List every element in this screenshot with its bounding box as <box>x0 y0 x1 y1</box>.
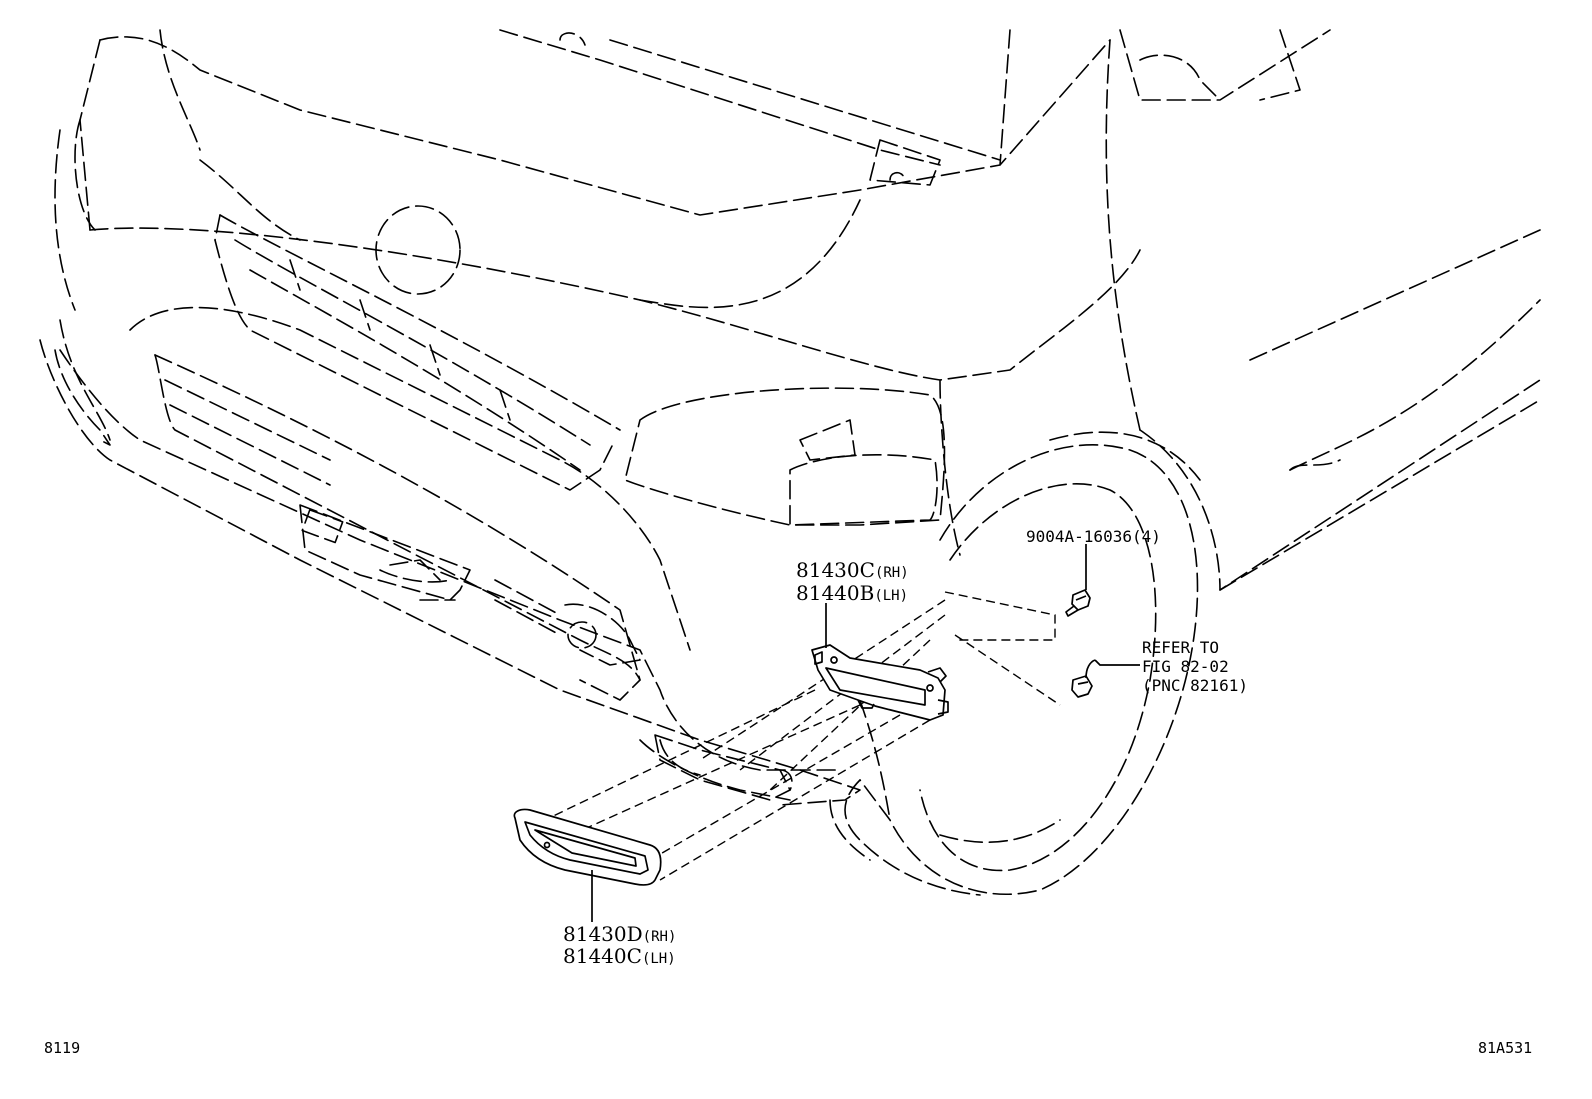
reference-line-3: (PNC 82161) <box>1142 676 1248 695</box>
lower-lamp-lh-number: 81440C <box>563 944 642 968</box>
upper-lamp-rh-label: 81430C(RH) <box>796 560 909 580</box>
upper-lamp-lh-label: 81440B(LH) <box>796 583 908 603</box>
lower-lamp-rh-side: (RH) <box>642 929 677 945</box>
upper-lamp-lh-number: 81440B <box>796 581 875 605</box>
lower-lamp-rh-number: 81430D <box>563 922 643 946</box>
bolt-screw <box>1065 589 1091 617</box>
leader-lines <box>591 544 1140 922</box>
upper-lamp-lh-side: (LH) <box>874 588 909 604</box>
figure-code-right: 81A531 <box>1478 1039 1533 1057</box>
upper-lamp-rh-side: (RH) <box>874 565 909 581</box>
reference-note: REFER TO FIG 82-02 (PNC 82161) <box>1142 638 1248 695</box>
lower-lamp-lh-label: 81440C(LH) <box>563 946 676 966</box>
bolt-part-number: 9004A-16036(4) <box>1026 527 1161 546</box>
side-turn-lamp-assembly <box>811 644 949 721</box>
lower-lamp-rh-label: 81430D(RH) <box>563 924 676 944</box>
figure-code-left: 8119 <box>44 1039 81 1057</box>
upper-lamp-rh-number: 81430C <box>796 558 875 582</box>
side-marker-lamp-lens <box>513 808 662 886</box>
reference-line-1: REFER TO <box>1142 638 1220 657</box>
reference-line-2: FIG 82-02 <box>1142 657 1229 676</box>
vehicle-outline <box>39 29 1541 896</box>
bulb-socket-connector <box>1071 659 1096 698</box>
lower-lamp-lh-side: (LH) <box>641 951 676 967</box>
